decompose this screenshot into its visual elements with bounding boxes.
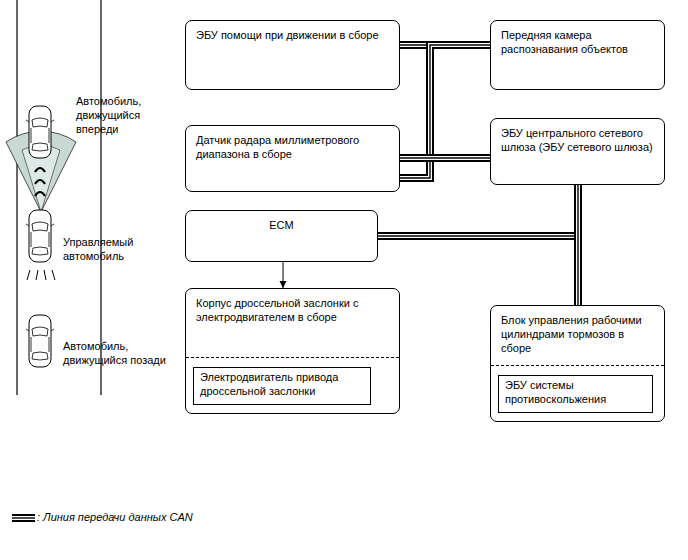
bus-stroke [400,45,490,178]
sub-component-box: Электродвигатель привода дроссельной зас… [193,367,371,405]
bus-stroke [378,236,578,305]
component-box: Корпус дроссельной заслонки с электродви… [185,288,400,414]
component-name: ECM [196,219,367,233]
component-name: Датчик радара миллиметрового диапазона в… [196,134,389,162]
component-box: Передняя камера распознавания объектов [490,20,665,90]
bus-stroke [576,185,580,305]
component-box: ECM [185,210,378,262]
sub-component-box: ЭБУ системы противоскольжения [498,375,653,413]
can-bus-line [378,236,578,305]
bus-stroke [574,185,582,305]
car-own [26,210,54,262]
can-bus-line [400,158,490,159]
component-name: Электродвигатель привода дроссельной зас… [200,371,364,399]
legend-sample [12,518,35,519]
bus-stroke [400,45,490,178]
bus-stroke [378,185,578,236]
signal-chevrons [35,168,45,196]
bus-stroke [577,185,578,305]
component-box: ЭБУ помощи при движении в сборе [185,20,400,90]
control-arrow [283,262,284,288]
component-box: ЭБУ центрального сетевого шлюза (ЭБУ сет… [490,118,665,185]
component-name: Корпус дроссельной заслонки с электродви… [196,297,389,325]
dashed-divider [186,357,399,358]
bus-stroke [400,45,490,178]
component-box: Блок управления рабочими цилиндрами торм… [490,305,665,422]
bus-stroke [400,157,490,158]
road-edge [100,0,101,395]
component-name: Передняя камера распознавания объектов [501,29,654,57]
bus-stroke [378,185,578,236]
component-name: ЭБУ системы противоскольжения [505,379,646,407]
component-name: ЭБУ центрального сетевого шлюза (ЭБУ сет… [501,127,654,155]
car-ahead [26,106,54,158]
dashed-divider [491,365,664,366]
vehicle-label: Автомобиль, движущийся впереди [76,95,168,136]
legend-text: : Линия передачи данных CAN [37,511,193,525]
car-behind [26,315,54,367]
can-bus-line [578,185,579,305]
bus-stroke [378,185,578,236]
road-edge [16,0,17,395]
vehicle-label: Управляемый автомобиль [63,236,173,264]
bus-stroke [378,236,578,305]
bus-stroke [400,156,490,160]
motion-lines [27,270,55,280]
can-bus-line [400,45,490,178]
component-box: Датчик радара миллиметрового диапазона в… [185,125,400,192]
can-bus-line [378,185,578,236]
bus-stroke [400,154,490,162]
bus-stroke [378,236,578,305]
component-name: ЭБУ помощи при движении в сборе [196,29,389,43]
vehicle-label: Автомобиль, движущийся позади [63,340,173,368]
arrow-line [283,262,284,288]
component-name: Блок управления рабочими цилиндрами торм… [501,314,654,355]
